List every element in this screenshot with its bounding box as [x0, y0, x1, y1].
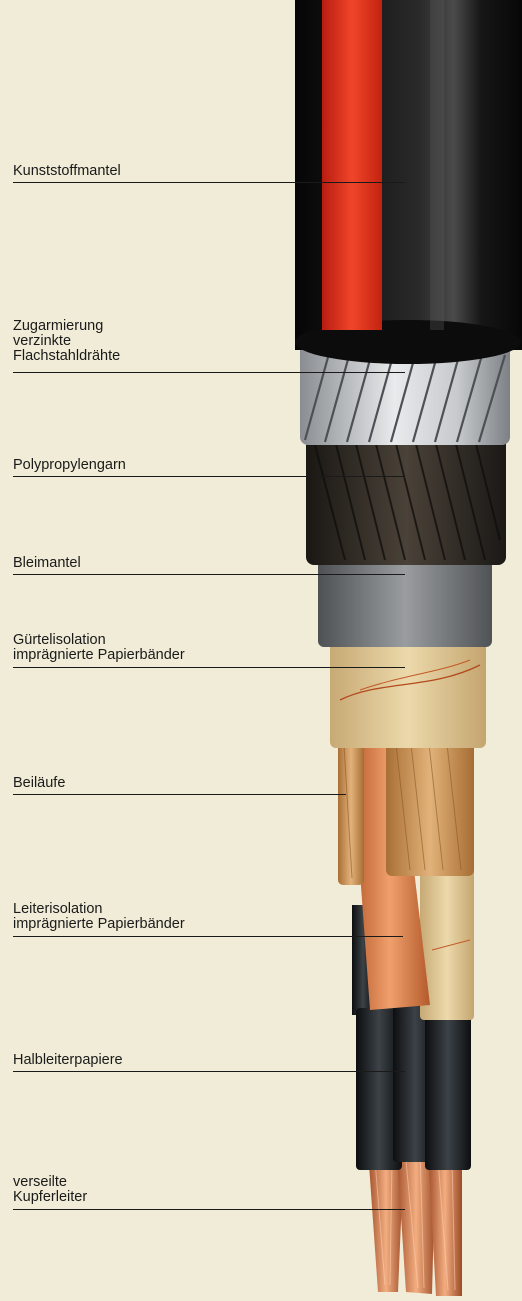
- label-polypropylengarn: Polypropylengarn: [13, 458, 126, 473]
- leader-kunststoffmantel: [13, 182, 405, 183]
- filler-layer: [338, 728, 474, 885]
- leader-beilaeufe: [13, 794, 346, 795]
- leader-kupferleiter: [13, 1209, 405, 1210]
- leader-halbleiterpapiere: [13, 1071, 405, 1072]
- label-bleimantel: Bleimantel: [13, 556, 81, 571]
- label-zugarmierung: Zugarmierung verzinkte Flachstahldrähte: [13, 319, 120, 364]
- label-guertelisolation: Gürtelisolation imprägnierte Papierbände…: [13, 633, 185, 663]
- label-kunststoffmantel: Kunststoffmantel: [13, 164, 121, 179]
- leader-leiterisolation: [13, 936, 403, 937]
- leader-polypropylengarn: [13, 476, 405, 477]
- label-leiterisolation: Leiterisolation imprägnierte Papierbände…: [13, 902, 185, 932]
- leader-bleimantel: [13, 574, 405, 575]
- leader-guertelisolation: [13, 667, 405, 668]
- label-kupferleiter: verseilte Kupferleiter: [13, 1175, 87, 1205]
- label-halbleiterpapiere: Halbleiterpapiere: [13, 1053, 123, 1068]
- leader-zugarmierung: [13, 372, 405, 373]
- label-beilaeufe: Beiläufe: [13, 776, 65, 791]
